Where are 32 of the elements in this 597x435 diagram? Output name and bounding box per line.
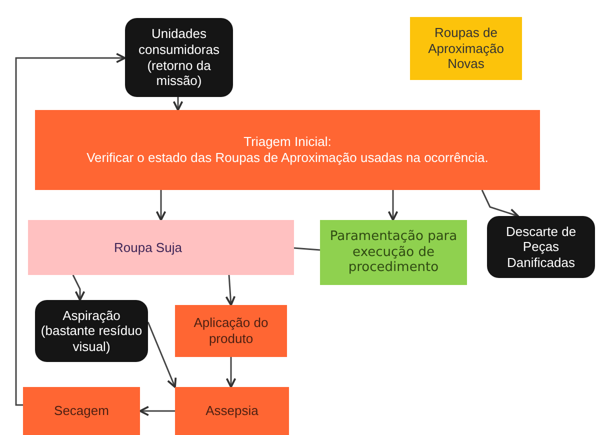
node-label: Roupas de Aproximação Novas (427, 25, 505, 72)
node-label: Secagem (54, 403, 109, 419)
node-label: Unidades consumidoras (retorno da missão) (138, 26, 220, 89)
process-box (35, 110, 540, 190)
process-box (320, 220, 467, 285)
arrow (72, 274, 86, 301)
process-box (175, 387, 289, 435)
node-label: Paramentação para execução de procedimento (328, 229, 458, 276)
process-box (23, 387, 140, 435)
node-label: Aplicação do produto (192, 315, 270, 347)
connector-line (294, 247, 320, 251)
arrow (15, 52, 126, 406)
process-box (28, 220, 294, 275)
note-box (410, 17, 522, 80)
process-box (125, 18, 233, 97)
node-label: Assepsia (206, 403, 258, 419)
node-label: Triagem Inicial: (244, 134, 332, 150)
arrow (388, 190, 398, 221)
node-label: Verificar o estado das Roupas de Aproximação usadas na ocorrência. (86, 150, 488, 166)
arrow (172, 97, 184, 111)
arrow (481, 190, 519, 218)
arrow (147, 322, 177, 388)
arrow (156, 190, 166, 221)
process-box (175, 305, 287, 357)
node-label: Descarte de Peças Danificadas (504, 224, 578, 270)
node-label: Aspiração (bastante resíduo visual) (40, 308, 144, 354)
arrow (225, 274, 236, 306)
node-label: Roupa Suja (114, 240, 182, 256)
arrow (139, 406, 175, 416)
process-box (487, 216, 595, 278)
process-box (35, 300, 148, 362)
arrow (226, 357, 236, 388)
